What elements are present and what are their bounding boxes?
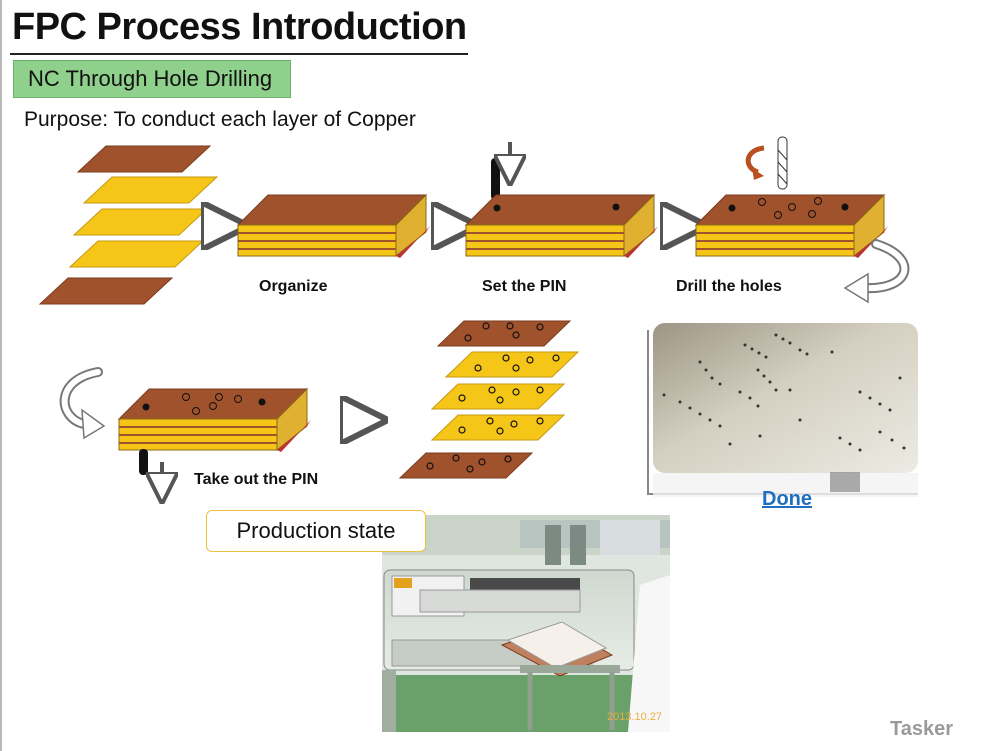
rotation-arrow-icon: [745, 145, 765, 175]
copper-sheet: [76, 145, 212, 173]
stacked-block-organize: [236, 193, 430, 258]
section-badge: NC Through Hole Drilling: [13, 60, 291, 98]
polyimide-sheet: [82, 176, 219, 204]
step-label-drill: Drill the holes: [676, 278, 782, 295]
title-underline: [10, 53, 468, 55]
drilled-board-photo: [647, 323, 918, 497]
polyimide-sheet: [72, 208, 209, 236]
tasker-watermark: Tasker: [890, 718, 954, 740]
photo-date-stamp: 2013.10.27: [607, 711, 663, 723]
copper-sheet: [38, 277, 174, 305]
slide-title: FPC Process Introduction: [12, 6, 467, 48]
stacked-block-take-out: [117, 387, 311, 488]
stacked-block-drill: [694, 136, 888, 258]
step-label-set-pin: Set the PIN: [482, 278, 567, 295]
purpose-text: Purpose: To conduct each layer of Copper: [24, 108, 416, 131]
production-state-label: Production state: [206, 510, 426, 552]
exploded-layer-stack: [38, 145, 219, 305]
stacked-block-set-pin: [464, 142, 658, 258]
step-label-organize: Organize: [259, 278, 328, 295]
exploded-drilled-stack: [398, 320, 580, 479]
slide-left-border: [0, 0, 2, 751]
done-link[interactable]: Done: [762, 488, 812, 510]
production-photo: [382, 515, 670, 732]
polyimide-sheet: [68, 240, 205, 268]
step-label-take-out: Take out the PIN: [194, 471, 319, 488]
